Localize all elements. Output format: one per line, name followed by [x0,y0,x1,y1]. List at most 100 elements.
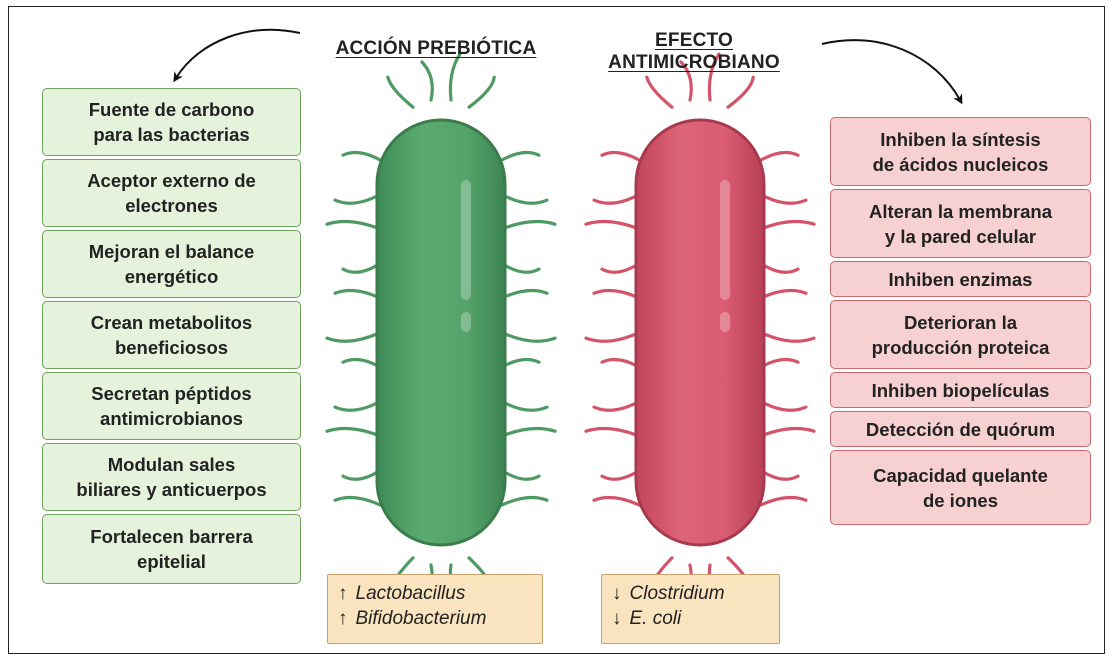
flagellum [502,333,555,342]
curved-arrow-left-icon [176,30,300,78]
flagellum [602,471,639,480]
beneficial-genus-row: ↑ Bifidobacterium [338,606,532,631]
curved-arrow-right-icon [822,40,960,100]
flagellum [502,360,539,368]
harmful-genus-row: ↓ E. coli [612,606,769,631]
antimicrobial-effect-text: Inhiben biopelículas [872,378,1050,403]
genus-name: Clostridium [630,583,725,604]
flagellum [343,471,380,480]
antimicrobial-effect-box: Detección de quórum [830,411,1091,447]
flagellum [327,333,380,342]
flagellum [594,402,639,411]
prebiotic-effect-box: Crean metabolitos beneficiosos [42,301,301,369]
flagellum [343,360,380,368]
flagellum [469,77,494,107]
flagellum [761,429,814,437]
red-bacterium-icon [586,54,814,611]
prebiotic-effect-box: Aceptor externo de electrones [42,159,301,227]
flagellum [761,498,806,506]
antimicrobial-effect-text: Detección de quórum [866,417,1055,442]
prebiotic-effect-text: Fortalecen barrera epitelial [90,524,252,574]
flagellum [594,195,639,204]
prebiotic-effect-box: Mejoran el balance energético [42,230,301,298]
genus-name: Bifidobacterium [356,608,487,629]
highlight [461,312,471,332]
increase-arrow-icon: ↑ [338,583,348,604]
flagellum [761,291,806,299]
flagellum [586,222,639,230]
harmful-bacteria-box: ↓ Clostridium ↓ E. coli [601,574,780,644]
genus-name: E. coli [630,608,682,629]
prebiotic-effect-box: Secretan péptidos antimicrobianos [42,372,301,440]
highlight [461,180,471,300]
decrease-arrow-icon: ↓ [612,608,622,629]
flagellum [502,195,547,204]
antimicrobial-effect-title: EFECTO ANTIMICROBIANO [585,30,803,74]
harmful-genus-row: ↓ Clostridium [612,581,769,606]
prebiotic-effect-text: Mejoran el balance energético [89,239,255,289]
bacterium-body [636,120,764,545]
flagellum [502,153,539,161]
prebiotic-action-title: ACCIÓN PREBIÓTICA [305,38,567,60]
green-bacterium-icon [327,54,555,611]
flagellum [327,222,380,230]
antimicrobial-effect-box: Alteran la membrana y la pared celular [830,189,1091,258]
flagellum [594,498,639,506]
flagellum [335,402,380,411]
bacterium-body [377,120,505,545]
flagellum [761,222,814,230]
antimicrobial-effect-text: Capacidad quelante de iones [873,463,1048,513]
beneficial-genus-row: ↑ Lactobacillus [338,581,532,606]
prebiotic-effect-text: Modulan sales biliares y anticuerpos [76,452,266,502]
flagellum [502,291,547,299]
flagellum [502,264,539,273]
antimicrobial-effect-box: Inhiben enzimas [830,261,1091,297]
flagellum [343,153,380,161]
antimicrobial-effect-text: Inhiben enzimas [889,267,1033,292]
highlight [720,180,730,300]
prebiotic-effect-text: Crean metabolitos beneficiosos [91,310,252,360]
flagellum [602,264,639,273]
flagellum [761,264,798,273]
flagellum [586,333,639,342]
flagellum [647,77,672,107]
decrease-arrow-icon: ↓ [612,583,622,604]
flagellum [502,402,547,411]
antimicrobial-effect-box: Capacidad quelante de iones [830,450,1091,525]
flagellum [502,429,555,437]
flagellum [761,402,806,411]
antimicrobial-effect-text: Deterioran la producción proteica [872,310,1050,360]
prebiotic-effect-text: Aceptor externo de electrones [87,168,256,218]
prebiotic-effect-text: Fuente de carbono para las bacterias [89,97,255,147]
antimicrobial-effect-box: Inhiben biopelículas [830,372,1091,408]
genus-name: Lactobacillus [356,583,466,604]
beneficial-bacteria-box: ↑ Lactobacillus ↑ Bifidobacterium [327,574,543,644]
flagellum [422,62,432,100]
flagellum [502,498,547,506]
flagellum [335,498,380,506]
prebiotic-effect-box: Fortalecen barrera epitelial [42,514,301,584]
flagellum [602,360,639,368]
antimicrobial-effect-box: Deterioran la producción proteica [830,300,1091,369]
flagellum [335,195,380,204]
flagellum [594,291,639,299]
prebiotic-effect-text: Secretan péptidos antimicrobianos [91,381,251,431]
flagellum [343,264,380,273]
flagellum [335,291,380,299]
flagellum [761,360,798,368]
flagellum [761,333,814,342]
flagellum [602,153,639,161]
prebiotic-effect-box: Fuente de carbono para las bacterias [42,88,301,156]
increase-arrow-icon: ↑ [338,608,348,629]
flagellum [586,429,639,437]
prebiotic-effect-box: Modulan sales biliares y anticuerpos [42,443,301,511]
flagellum [728,77,753,107]
highlight [720,312,730,332]
flagellum [761,471,798,480]
flagellum [502,222,555,230]
antimicrobial-effect-text: Alteran la membrana y la pared celular [869,199,1052,249]
antimicrobial-effect-text: Inhiben la síntesis de ácidos nucleicos [873,127,1049,177]
flagellum [327,429,380,437]
flagellum [388,77,413,107]
flagellum [502,471,539,480]
